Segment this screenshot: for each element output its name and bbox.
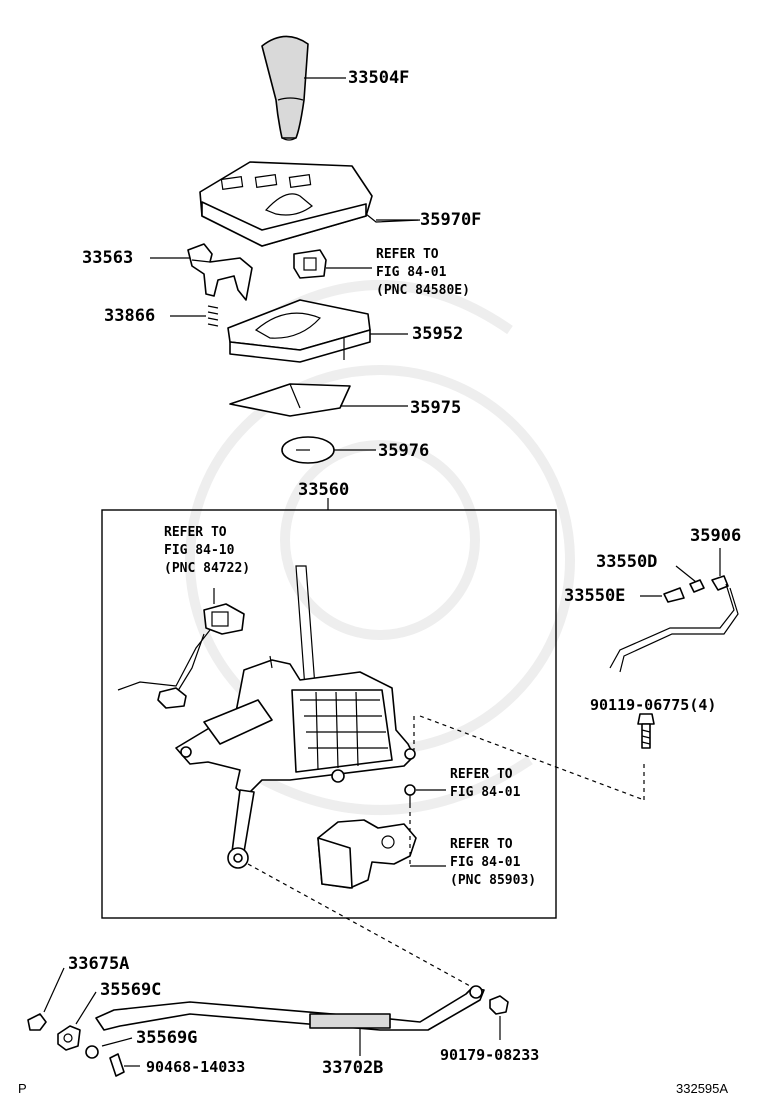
part-label-35975[interactable]: 35975: [410, 398, 462, 418]
part-label-35569g[interactable]: 35569G: [136, 1028, 198, 1048]
clip-90468: [109, 1053, 125, 1077]
shift-lever-assembly: [175, 565, 416, 869]
disc-plate: [281, 436, 335, 464]
refer-line: REFER TO: [376, 247, 439, 262]
refer-line: REFER TO: [164, 525, 227, 540]
part-label-35952[interactable]: 35952: [412, 324, 464, 344]
part-label-33504f[interactable]: 33504F: [348, 68, 410, 88]
refer-line: FIG 84-10: [164, 543, 235, 558]
refer-note-84-01[interactable]: REFER TO FIG 84-01: [450, 766, 520, 802]
nut-90179: [489, 995, 509, 1015]
part-label-33550e[interactable]: 33550E: [564, 586, 626, 606]
part-label-90179-08233[interactable]: 90179-08233: [440, 1046, 540, 1064]
part-label-35970f[interactable]: 35970F: [420, 210, 482, 230]
spring: [207, 305, 219, 327]
shift-knob: [261, 35, 309, 141]
part-label-33702b[interactable]: 33702B: [322, 1058, 384, 1078]
refer-line: FIG 84-01: [376, 265, 447, 280]
refer-line: (PNC 84722): [164, 561, 251, 576]
indicator-wire: [609, 575, 739, 673]
refer-line: REFER TO: [450, 767, 513, 782]
part-label-33560[interactable]: 33560: [298, 480, 350, 500]
mount-bolt-assembly: [404, 784, 416, 804]
part-label-33866[interactable]: 33866: [104, 306, 156, 326]
refer-note-84580e[interactable]: REFER TO FIG 84-01 (PNC 84580E): [376, 246, 470, 300]
part-label-90468-14033[interactable]: 90468-14033: [146, 1058, 246, 1076]
shift-bezel-cover: [199, 161, 421, 247]
refer-line: REFER TO: [450, 837, 513, 852]
part-label-35976[interactable]: 35976: [378, 441, 430, 461]
illustration-number: 332595A: [676, 1081, 729, 1096]
part-label-90119-06775[interactable]: 90119-06775(4): [590, 696, 717, 714]
part-label-35906[interactable]: 35906: [690, 526, 742, 546]
bushing-35569c: [57, 1025, 81, 1051]
washer-35569g: [85, 1045, 99, 1059]
bracket-85903: [317, 819, 417, 889]
bolt-90119: [637, 713, 655, 749]
refer-line: (PNC 85903): [450, 873, 537, 888]
lever-bracket: [187, 243, 253, 301]
part-label-33550d[interactable]: 33550D: [596, 552, 658, 572]
part-label-35569c[interactable]: 35569C: [100, 980, 162, 1000]
assembly-box: [101, 509, 557, 919]
control-rod: [95, 985, 485, 1031]
refer-note-85903[interactable]: REFER TO FIG 84-01 (PNC 85903): [450, 836, 536, 890]
part-label-33675a[interactable]: 33675A: [68, 954, 130, 974]
switch-harness-84722: [117, 588, 245, 709]
pin-33675a: [27, 1013, 47, 1031]
connector-84580e: [293, 249, 327, 279]
refer-line: FIG 84-01: [450, 785, 521, 800]
slide-cover: [229, 383, 351, 417]
refer-note-84722[interactable]: REFER TO FIG 84-10 (PNC 84722): [164, 524, 250, 578]
part-label-33563[interactable]: 33563: [82, 248, 134, 268]
footer-left-code: P: [18, 1081, 27, 1096]
indicator-plate: [227, 299, 371, 363]
refer-line: (PNC 84580E): [376, 283, 470, 298]
refer-line: FIG 84-01: [450, 855, 521, 870]
